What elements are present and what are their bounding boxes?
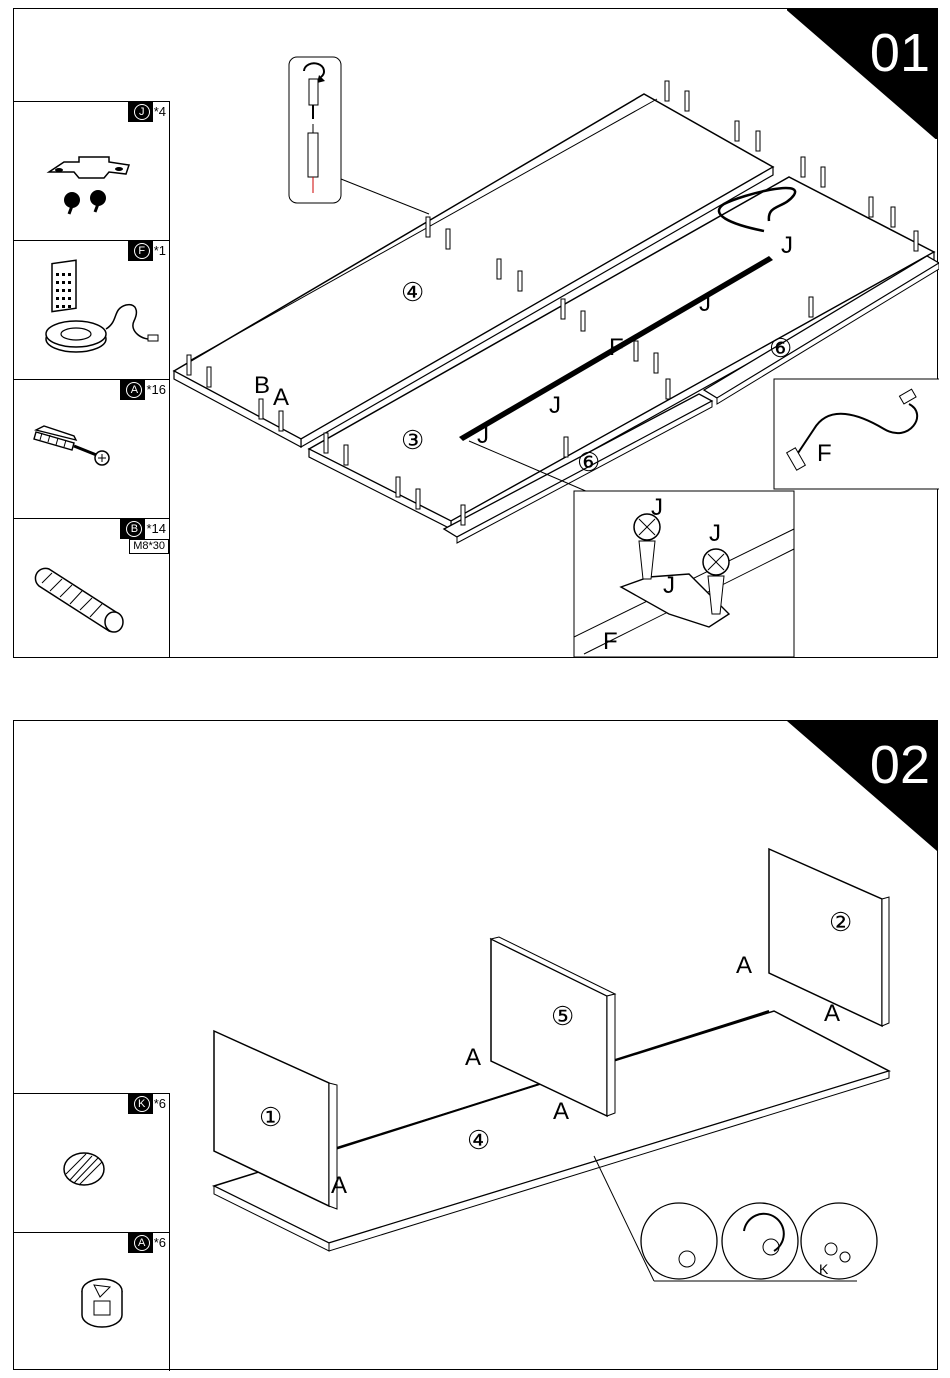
part-F: F*1: [14, 240, 169, 379]
part-A: A*16: [14, 379, 169, 518]
step-02-panel: K*6 A*6 02 ④: [13, 720, 938, 1370]
label-A2: A: [465, 1044, 481, 1071]
label-panel-6a: ⑥: [577, 447, 600, 477]
step-02-diagram: ④ ① A ⑤ A A ② A A: [169, 721, 939, 1371]
label-A1: A: [331, 1172, 347, 1199]
panel-2: ② A A: [736, 849, 889, 1027]
label-F-detail: F: [603, 628, 618, 655]
part-J: J*4: [14, 101, 169, 240]
label-J2: J: [699, 290, 711, 317]
label-panel-2: ②: [829, 907, 852, 937]
step-01-parts-list: J*4 F*1: [14, 101, 170, 657]
part-A2: A*6: [14, 1232, 169, 1371]
step-01-panel: J*4 F*1: [13, 8, 938, 658]
bracket-and-screws-icon: [14, 102, 169, 241]
label-panel-4b: ④: [467, 1125, 490, 1155]
label-J3: J: [549, 392, 561, 419]
screw-cap-icon: [14, 1094, 169, 1233]
label-J-detail-2: J: [709, 520, 721, 547]
label-A4: A: [736, 952, 752, 979]
label-B: B: [254, 372, 270, 399]
label-F-inset: F: [817, 440, 832, 467]
cam-lock-icon: [14, 1233, 169, 1372]
label-panel-6b: ⑥: [769, 333, 792, 363]
wooden-dowel-icon: [14, 519, 169, 658]
cam-bolt-icon: [14, 380, 169, 519]
part-K: K*6: [14, 1093, 169, 1232]
label-J-detail-1: J: [651, 494, 663, 521]
label-A5: A: [824, 1000, 840, 1027]
label-A: A: [273, 384, 289, 411]
label-F: F: [609, 334, 624, 361]
part-B: B*14 M8*30: [14, 518, 169, 657]
led-light-strip-icon: [14, 241, 169, 380]
label-J1: J: [781, 232, 793, 259]
label-panel-3: ③: [401, 425, 424, 455]
step-01-diagram: ④ B A ③ ⑥ ⑥ F J J J J: [169, 9, 939, 659]
label-A3: A: [553, 1098, 569, 1125]
label-panel-4: ④: [401, 277, 424, 307]
label-K: K: [819, 1261, 829, 1277]
cam-lock-detail: K: [641, 1203, 877, 1279]
step-02-parts-list: K*6 A*6: [14, 1093, 170, 1371]
label-panel-1: ①: [259, 1102, 282, 1132]
label-panel-5: ⑤: [551, 1001, 574, 1031]
label-J-detail-3: J: [663, 572, 675, 599]
